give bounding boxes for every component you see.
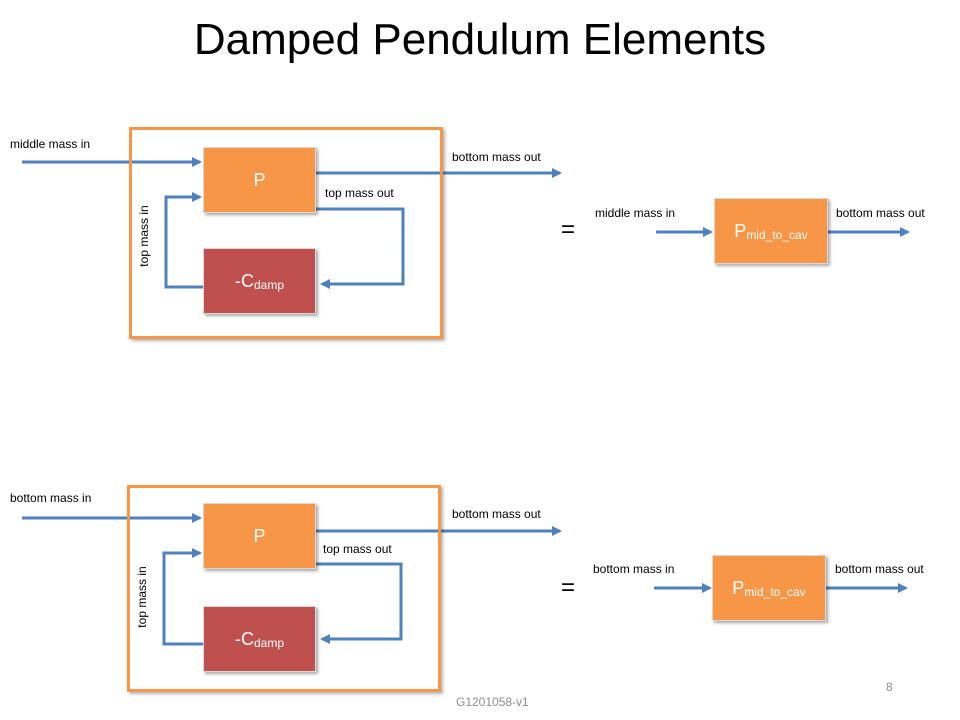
bottom-equiv-input-label: bottom mass in (593, 562, 675, 576)
document-id: G1201058-v1 (456, 695, 529, 709)
bottom-input-label: bottom mass in (10, 491, 92, 505)
top-feedback-in-arrow (164, 192, 203, 289)
bottom-feedback-out-arrow (316, 562, 403, 644)
top-feedback-in-label: top mass in (137, 205, 151, 267)
bottom-equiv-subscript: mid_to_cav (744, 585, 806, 599)
page-number: 8 (886, 680, 893, 694)
bottom-plant-label: P (253, 525, 266, 546)
top-equiv-subscript: mid_to_cav (746, 228, 808, 242)
top-equiv-label: P (734, 220, 747, 241)
bottom-equals-sign: = (561, 574, 576, 601)
bottom-damp-subscript: damp (253, 636, 285, 650)
bottom-subsystem-frame (127, 485, 441, 692)
top-plant-block: P (203, 147, 316, 213)
bottom-damp-label: -C (234, 628, 254, 649)
bottom-feedback-in-arrow (162, 548, 203, 646)
top-input-label: middle mass in (10, 137, 91, 151)
top-equals-sign: = (561, 216, 576, 243)
bottom-feedback-out-label: top mass out (323, 542, 392, 556)
bottom-equiv-label: P (732, 577, 745, 598)
top-damp-subscript: damp (253, 278, 285, 292)
bottom-equiv-output-label: bottom mass out (835, 562, 924, 576)
top-feedback-out-label: top mass out (325, 186, 394, 200)
bottom-feedback-in-label: top mass in (135, 566, 149, 628)
bottom-plant-block: P (203, 503, 316, 569)
top-feedback-out-arrow (316, 207, 405, 289)
page-title: Damped Pendulum Elements (193, 15, 767, 64)
top-damp-label: -C (234, 270, 254, 291)
top-subsystem-frame (129, 127, 443, 339)
top-output-label: bottom mass out (452, 150, 541, 164)
top-equiv-input-label: middle mass in (595, 206, 676, 220)
bottom-output-label: bottom mass out (452, 507, 541, 521)
top-plant-label: P (253, 169, 266, 190)
top-equiv-output-label: bottom mass out (836, 206, 925, 220)
